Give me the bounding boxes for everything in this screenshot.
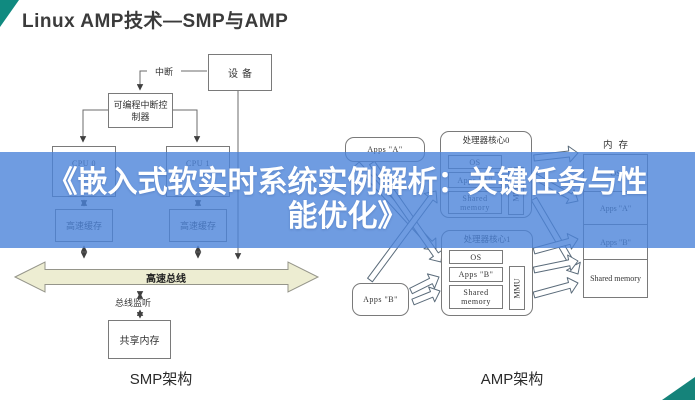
memory-label: 内存 [602, 140, 634, 151]
apps-b-box: Apps "B" [352, 283, 409, 316]
high-speed-bus-arrow [13, 261, 320, 293]
core1-apps-box: Apps "B" [449, 267, 503, 282]
high-speed-bus-label: 高速总线 [146, 273, 186, 285]
device-box: 设备 [208, 54, 272, 91]
interrupt-label: 中断 [147, 64, 181, 78]
overlay-banner-text: 《嵌入式软实时系统实例解析：关键任务与性能优化》 [47, 166, 648, 233]
core0-title: 处理器核心0 [462, 135, 510, 145]
core1-shared-memory-box: Shared memory [449, 285, 503, 309]
core1-mmu-box: MMU [509, 266, 525, 310]
core1-mmu-label: MMU [512, 277, 522, 299]
slide-title: Linux AMP技术—SMP与AMP [22, 11, 289, 32]
amp-caption: AMP架构 [480, 370, 544, 388]
memory-section-shared: Shared memory [584, 259, 647, 297]
core1-os-box: OS [449, 250, 503, 264]
bus-snoop-label: 总线监听 [114, 298, 151, 308]
smp-shared-memory-box: 共享内存 [108, 320, 171, 359]
smp-caption: SMP架构 [129, 370, 193, 388]
overlay-banner: 《嵌入式软实时系统实例解析：关键任务与性能优化》 [0, 152, 695, 248]
interrupt-controller-box: 可编程中断控制器 [108, 93, 173, 128]
